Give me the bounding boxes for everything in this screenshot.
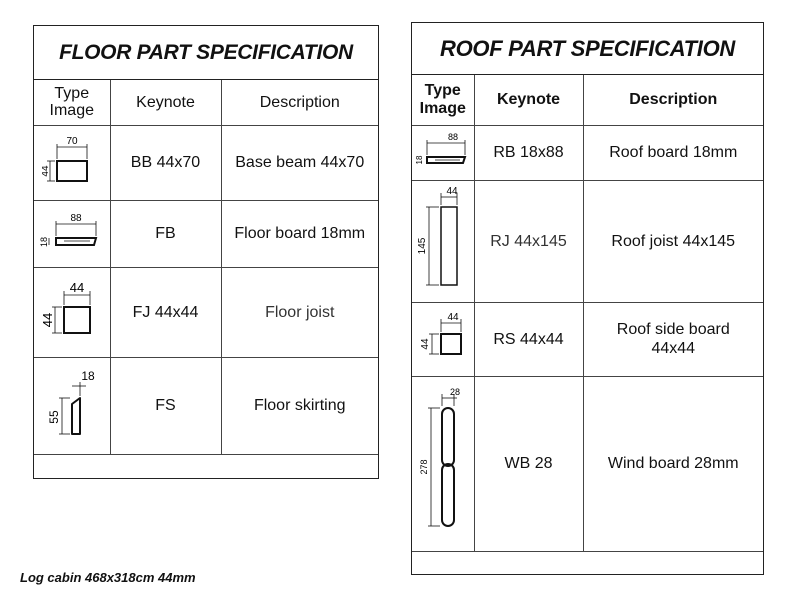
floor-spec-title: FLOOR PART SPECIFICATION bbox=[34, 26, 378, 80]
roof-joist-profile-icon: 44 145 bbox=[417, 186, 458, 286]
dimension-label: 28 bbox=[450, 387, 460, 397]
roof-spec-grid: Type Image Keynote Description 88 18 RB … bbox=[412, 75, 763, 575]
dimension-label: 55 bbox=[47, 410, 61, 424]
floor-header-keynote: Keynote bbox=[109, 80, 222, 126]
wind-board-profile-icon: 28 278 bbox=[419, 387, 460, 527]
keynote-cell: FB bbox=[109, 199, 222, 268]
keynote-cell: WB 28 bbox=[473, 375, 584, 552]
description-cell: Roof side board 44x44 bbox=[582, 301, 763, 377]
roof-header-row: Type Image Keynote Description bbox=[412, 75, 763, 126]
description-cell: Floor skirting bbox=[220, 356, 378, 455]
dimension-label: 44 bbox=[420, 338, 431, 350]
description-cell: Wind board 28mm bbox=[582, 375, 763, 552]
keynote-cell: FS bbox=[109, 356, 222, 455]
description-cell: Base beam 44x70 bbox=[220, 124, 378, 201]
floor-spec-grid: Type Image Keynote Description 70 44 BB … bbox=[34, 80, 378, 478]
dimension-label: 88 bbox=[448, 132, 458, 142]
description-cell: Floor board 18mm bbox=[220, 199, 378, 268]
table-row: 70 44 BB 44x70 Base beam 44x70 bbox=[34, 124, 378, 201]
table-row: 44 44 FJ 44x44 Floor joist bbox=[34, 266, 378, 358]
table-row: 88 18 FB Floor board 18mm bbox=[34, 199, 378, 268]
floor-board-profile-icon: 88 18 bbox=[40, 213, 98, 247]
table-row: 44 44 RS 44x44 Roof side board 44x44 bbox=[412, 301, 763, 377]
roof-side-board-profile-icon: 44 44 bbox=[420, 312, 462, 355]
dimension-label: 44 bbox=[70, 280, 84, 295]
keynote-cell: BB 44x70 bbox=[109, 124, 222, 201]
floor-header-description: Description bbox=[220, 80, 378, 126]
roof-header-image: Type Image bbox=[412, 75, 475, 126]
dimension-label: 44 bbox=[42, 313, 55, 327]
roof-header-description: Description bbox=[582, 75, 763, 126]
base-beam-profile-icon: 70 44 bbox=[42, 136, 88, 182]
floor-joist-profile-icon: 44 44 bbox=[42, 280, 91, 334]
keynote-cell: RJ 44x145 bbox=[473, 179, 584, 303]
dimension-label: 278 bbox=[419, 459, 429, 474]
roof-spec-table: ROOF PART SPECIFICATION Type Image Keyno… bbox=[411, 22, 764, 575]
floor-spec-table: FLOOR PART SPECIFICATION Type Image Keyn… bbox=[33, 25, 379, 479]
table-row-empty bbox=[412, 550, 763, 575]
roof-header-keynote: Keynote bbox=[473, 75, 584, 126]
dimension-label: 44 bbox=[42, 165, 51, 177]
drawing-caption: Log cabin 468x318cm 44mm bbox=[20, 570, 196, 585]
keynote-cell: FJ 44x44 bbox=[109, 266, 222, 358]
table-row: 88 18 RB 18x88 Roof board 18mm bbox=[412, 124, 763, 181]
dimension-label: 44 bbox=[446, 186, 458, 197]
floor-header-image: Type Image bbox=[34, 80, 111, 126]
dimension-label: 88 bbox=[70, 213, 82, 224]
roof-board-profile-icon: 88 18 bbox=[415, 132, 467, 164]
keynote-cell: RS 44x44 bbox=[473, 301, 584, 377]
roof-spec-title: ROOF PART SPECIFICATION bbox=[412, 23, 763, 75]
dimension-label: 18 bbox=[40, 236, 49, 246]
dimension-label: 44 bbox=[447, 312, 459, 323]
dimension-label: 18 bbox=[81, 369, 95, 383]
description-cell: Roof board 18mm bbox=[582, 124, 763, 181]
keynote-cell: RB 18x88 bbox=[473, 124, 584, 181]
table-row: 44 145 RJ 44x145 Roof joist 44x145 bbox=[412, 179, 763, 303]
dimension-label: 145 bbox=[417, 237, 428, 254]
table-row: 18 55 FS Floor skirting bbox=[34, 356, 378, 455]
dimension-label: 18 bbox=[415, 155, 424, 164]
table-row: 28 278 WB 28 Wind board 28mm bbox=[412, 375, 763, 552]
dimension-label: 70 bbox=[66, 136, 78, 147]
description-cell: Roof joist 44x145 bbox=[582, 179, 763, 303]
table-row-empty bbox=[34, 453, 378, 478]
description-cell: Floor joist bbox=[220, 266, 378, 358]
floor-skirting-profile-icon: 18 55 bbox=[47, 369, 95, 435]
floor-header-row: Type Image Keynote Description bbox=[34, 80, 378, 126]
